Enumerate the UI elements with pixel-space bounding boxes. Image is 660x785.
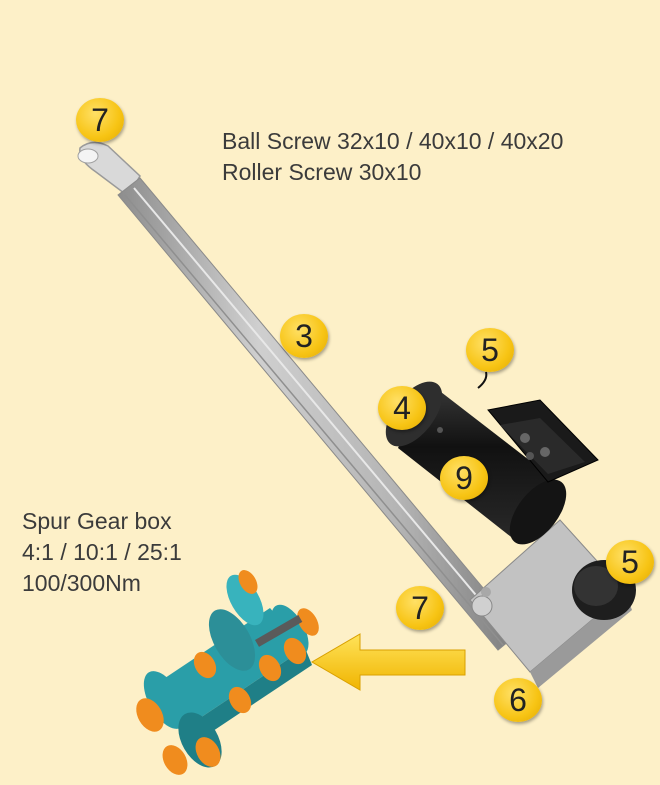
spur-gearbox (136, 570, 319, 775)
badge-screw-tube: 3 (280, 314, 328, 358)
gear-caption-line1: Spur Gear box (22, 508, 172, 534)
arrow (311, 633, 466, 691)
gear-caption: Spur Gear box 4:1 / 10:1 / 25:1 100/300N… (22, 506, 182, 599)
gear-caption-line3: 100/300Nm (22, 570, 141, 596)
rod-end (77, 141, 141, 198)
badge-motor: 4 (378, 386, 426, 430)
badge-gearbox-side: 5 (606, 540, 654, 584)
wire (477, 371, 488, 389)
terminal-box (487, 399, 599, 483)
screw-caption-line1: Ball Screw 32x10 / 40x10 / 40x20 (222, 128, 564, 154)
badge-rod-end: 7 (76, 98, 124, 142)
gear-caption-line2: 4:1 / 10:1 / 25:1 (22, 539, 182, 565)
badge-gear-housing: 6 (494, 678, 542, 722)
screw-caption: Ball Screw 32x10 / 40x10 / 40x20 Roller … (222, 126, 563, 188)
badge-motor-mid: 9 (440, 456, 488, 500)
badge-rear-mount: 7 (396, 586, 444, 630)
screw-caption-line2: Roller Screw 30x10 (222, 159, 422, 185)
badge-motor-brake: 5 (466, 328, 514, 372)
